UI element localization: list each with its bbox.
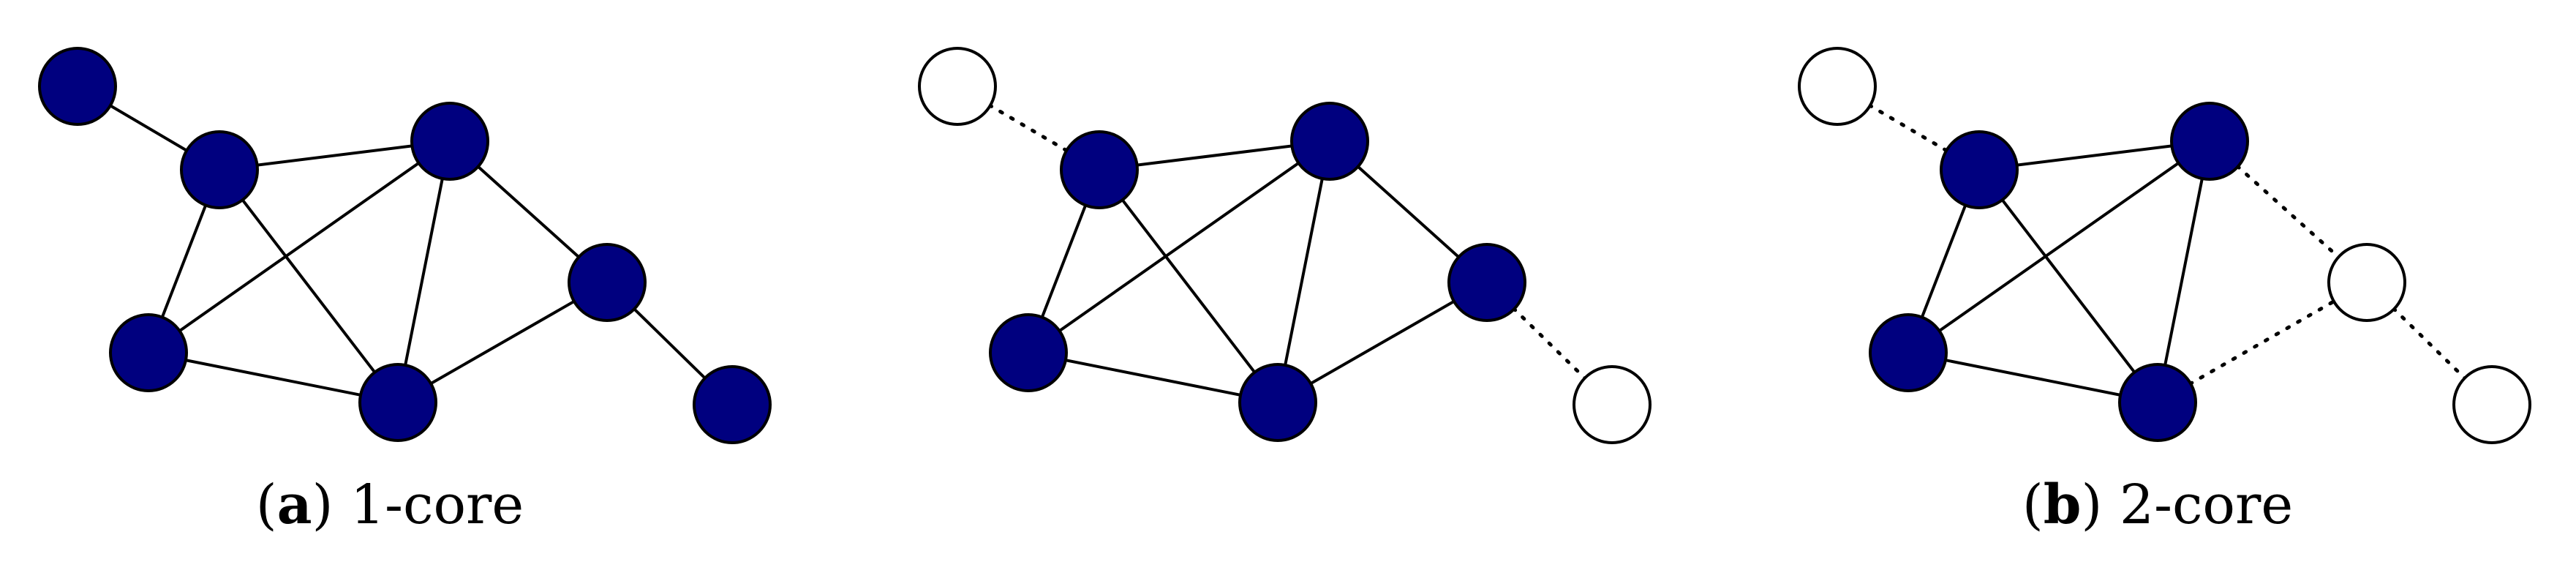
removed-node-n1	[918, 47, 997, 126]
node-n6	[1447, 243, 1526, 322]
node-n5	[2118, 363, 2197, 442]
edge-n4-n5	[148, 351, 399, 404]
panel-c: (c) 3-core (max core)	[1798, 47, 2531, 444]
removed-node-n1	[1798, 47, 1877, 126]
edge-n3-n5	[396, 140, 451, 403]
caption-text: 1-core	[333, 473, 524, 536]
edge-n2-n5	[218, 168, 399, 404]
caption-tag: a	[277, 473, 312, 536]
edge-n4-n5	[1907, 351, 2158, 404]
removed-edge-n5-n6	[2155, 280, 2369, 405]
removed-node-n7	[2452, 365, 2531, 444]
edge-n5-n6	[397, 281, 608, 404]
caption-tag: b	[2044, 473, 2082, 536]
node-n3	[1290, 102, 1369, 181]
panel-b: (b) 2-core	[918, 47, 2293, 536]
node-n2	[1940, 130, 2019, 209]
edge-n3-n5	[1276, 140, 1331, 403]
caption-close-paren: )	[2081, 473, 2102, 536]
node-n5	[1238, 363, 1317, 442]
edge-n3-n4	[1027, 140, 1331, 354]
node-n6	[568, 243, 647, 322]
caption-close-paren: )	[312, 473, 334, 536]
panel-a: (a) 1-core	[38, 47, 772, 536]
node-n4	[1869, 313, 1948, 392]
node-n7	[693, 365, 772, 444]
edge-n5-n6	[1277, 281, 1488, 404]
node-n3	[2170, 102, 2249, 181]
edge-n3-n5	[2156, 140, 2211, 403]
node-n4	[109, 313, 188, 392]
removed-node-n7	[1573, 365, 1652, 444]
node-n2	[1060, 130, 1139, 209]
node-n3	[410, 102, 489, 181]
caption-text: 2-core	[2102, 473, 2293, 536]
node-n5	[358, 363, 437, 442]
edge-n4-n5	[1028, 351, 1278, 404]
caption-open-paren: (	[2022, 473, 2044, 536]
removed-edge-n6-n7	[1485, 280, 1614, 407]
caption-a: (a) 1-core	[256, 473, 524, 536]
caption-open-paren: (	[256, 473, 277, 536]
edge-n3-n4	[147, 140, 451, 354]
node-n2	[180, 130, 259, 209]
node-n4	[989, 313, 1068, 392]
edge-n2-n5	[1978, 168, 2159, 404]
edge-n2-n5	[1098, 168, 1279, 404]
caption-b: (b) 2-core	[2022, 473, 2293, 536]
removed-edge-n6-n7	[2365, 280, 2494, 407]
node-n1	[38, 47, 117, 126]
removed-node-n6	[2327, 243, 2406, 322]
edge-n3-n4	[1907, 140, 2211, 354]
